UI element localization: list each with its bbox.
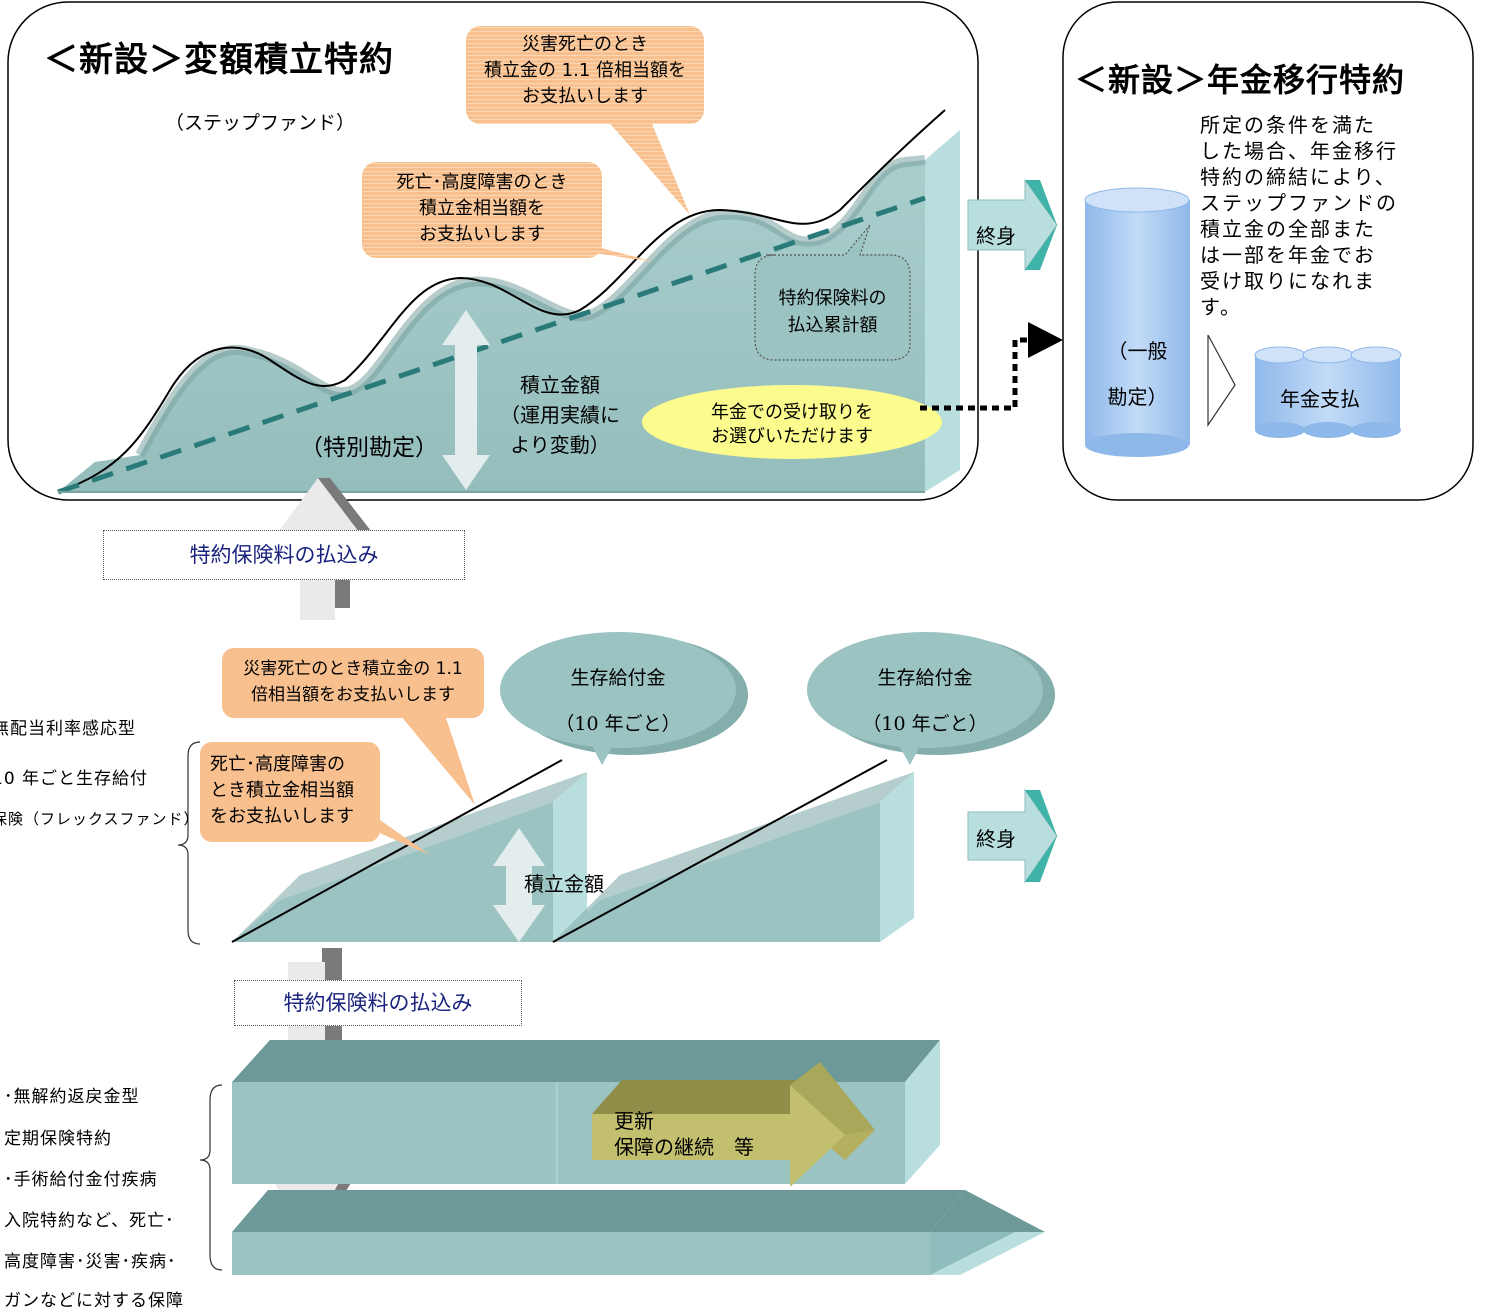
annuity-cylinders bbox=[1254, 346, 1402, 438]
premium-payment-box-bottom: 特約保険料の払込み bbox=[234, 980, 522, 1026]
term-side-line: 定期保険特約 bbox=[4, 1129, 112, 1149]
flex-disaster-callout bbox=[222, 648, 484, 718]
survival-benefit-text-1: 生存給付金 （10 年ごと） bbox=[500, 655, 736, 747]
term-bracket bbox=[199, 1084, 223, 1271]
callout-line: 積立金の 1.1 倍相当額を bbox=[483, 60, 687, 81]
survival-benefit-text-2: 生存給付金 （10 年ごと） bbox=[807, 655, 1043, 747]
premium-total-callout bbox=[754, 224, 911, 361]
general-account-text: （一般 勘定） bbox=[1085, 328, 1190, 420]
step-fund-subtitle: （ステップファンド） bbox=[165, 112, 356, 134]
lifetime-label-top: 終身 bbox=[976, 224, 1016, 248]
term-side-line: ガンなどに対する保障 bbox=[4, 1291, 184, 1311]
disaster-callout bbox=[466, 26, 704, 124]
callout-line: 死亡･高度障害の bbox=[210, 754, 345, 775]
flex-side-line: 無配当利率感応型 bbox=[0, 719, 136, 739]
desc-line: 積立金の全部また bbox=[1200, 217, 1376, 241]
accum-line: （運用実績に bbox=[500, 403, 620, 427]
survival-bubble-1 bbox=[500, 632, 748, 765]
accum-double-arrow bbox=[442, 310, 490, 490]
lifetime-arrow-mid bbox=[967, 788, 1058, 884]
flex-bracket bbox=[177, 741, 201, 945]
renewal-line: 保障の継続 等 bbox=[614, 1135, 754, 1159]
annuity-panel-title: ＜新設＞年金移行特約 bbox=[1075, 61, 1406, 99]
desc-line: ステップファンドの bbox=[1200, 191, 1398, 215]
option-line: お選びいただけます bbox=[711, 426, 873, 447]
flex-accum-double-arrow bbox=[493, 828, 545, 942]
coverage-beam bbox=[232, 1190, 1045, 1275]
annuity-payment-label: 年金支払 bbox=[1280, 387, 1360, 411]
accum-amount-text: 積立金額 （運用実績に より変動） bbox=[490, 370, 630, 460]
premium-total-text: 特約保険料の 払込累計額 bbox=[755, 285, 910, 339]
lifetime-label-mid: 終身 bbox=[976, 827, 1016, 851]
term-side-line: ･無解約返戻金型 bbox=[4, 1087, 140, 1107]
term-side-line: 高度障害･災害･疾病･ bbox=[4, 1252, 177, 1272]
callout-line: をお支払いします bbox=[210, 806, 354, 827]
note-line: 払込累計額 bbox=[787, 315, 878, 336]
callout-line: とき積立金相当額 bbox=[210, 780, 354, 801]
annuity-description: 所定の条件を満た した場合、年金移行 特約の締結により、 ステップファンドの 積… bbox=[1200, 112, 1440, 320]
disaster-callout-text: 災害死亡のとき 積立金の 1.1 倍相当額を お支払いします bbox=[466, 32, 704, 110]
option-line: 年金での受け取りを bbox=[711, 402, 873, 423]
callout-line: お支払いします bbox=[522, 86, 648, 107]
step-fund-title: ＜新設＞変額積立特約 bbox=[44, 40, 394, 80]
desc-line: 特約の締結により、 bbox=[1200, 165, 1397, 189]
note-line: 特約保険料の bbox=[778, 288, 887, 309]
survival-bubble-2 bbox=[807, 632, 1055, 765]
callout-line: 災害死亡のとき bbox=[522, 34, 648, 55]
term-side-line: 入院特約など、死亡･ bbox=[4, 1211, 175, 1231]
flex-death-callout bbox=[200, 742, 380, 842]
accum-line: 積立金額 bbox=[520, 373, 600, 397]
flex-side-line: 保険（フレックスファンド） bbox=[0, 810, 200, 828]
death-callout bbox=[362, 162, 602, 258]
death-callout-text: 死亡･高度障害のとき 積立金相当額を お支払いします bbox=[362, 170, 602, 248]
disaster-callout-tail bbox=[585, 95, 690, 215]
annuity-option-text: 年金での受け取りを お選びいただけます bbox=[642, 401, 942, 449]
callout-line: お支払いします bbox=[419, 224, 545, 245]
renewal-text: 更新 保障の継続 等 bbox=[614, 1108, 754, 1160]
flex-side-line: 10 年ごと生存給付 bbox=[0, 769, 149, 789]
callout-line: 死亡･高度障害のとき bbox=[396, 172, 568, 193]
flex-wedge-1 bbox=[232, 802, 553, 942]
desc-line: した場合、年金移行 bbox=[1200, 139, 1398, 163]
bubble-line: （10 年ごと） bbox=[862, 713, 988, 735]
callout-line: 倍相当額をお支払いします bbox=[251, 685, 455, 705]
lifetime-arrow-top bbox=[967, 178, 1058, 272]
flex-disaster-tail bbox=[400, 715, 475, 805]
annuity-option-ellipse bbox=[642, 385, 942, 459]
callout-line: 災害死亡のとき積立金の 1.1 bbox=[243, 659, 463, 679]
premium-payment-box-top: 特約保険料の払込み bbox=[103, 530, 465, 580]
term-side-line: ･手術給付金付疾病 bbox=[4, 1170, 158, 1190]
special-account-label: （特別勘定） bbox=[300, 435, 438, 461]
bubble-line: 生存給付金 bbox=[570, 667, 666, 689]
flex-accum-label: 積立金額 bbox=[524, 872, 604, 896]
bubble-line: （10 年ごと） bbox=[555, 713, 681, 735]
desc-line: 所定の条件を満た bbox=[1200, 113, 1376, 137]
renewal-line: 更新 bbox=[614, 1109, 654, 1133]
flex-disaster-text: 災害死亡のとき積立金の 1.1 倍相当額をお支払いします bbox=[222, 656, 484, 708]
flex-wedge-2 bbox=[553, 802, 880, 942]
desc-line: す。 bbox=[1200, 295, 1242, 319]
desc-line: 受け取りになれま bbox=[1200, 269, 1376, 293]
bubble-line: 生存給付金 bbox=[877, 667, 973, 689]
general-account-line: （一般 bbox=[1107, 339, 1168, 363]
annuity-panel bbox=[1062, 1, 1474, 501]
desc-line: は一部を年金でお bbox=[1200, 243, 1376, 267]
general-account-line: 勘定） bbox=[1107, 385, 1168, 409]
accum-line: より変動） bbox=[510, 433, 610, 457]
callout-line: 積立金相当額を bbox=[419, 198, 545, 219]
flex-death-text: 死亡･高度障害の とき積立金相当額 をお支払いします bbox=[210, 752, 380, 830]
general-account-cylinder bbox=[1084, 187, 1190, 457]
renewal-arrow bbox=[592, 1062, 875, 1187]
step-fund-panel bbox=[7, 1, 979, 501]
